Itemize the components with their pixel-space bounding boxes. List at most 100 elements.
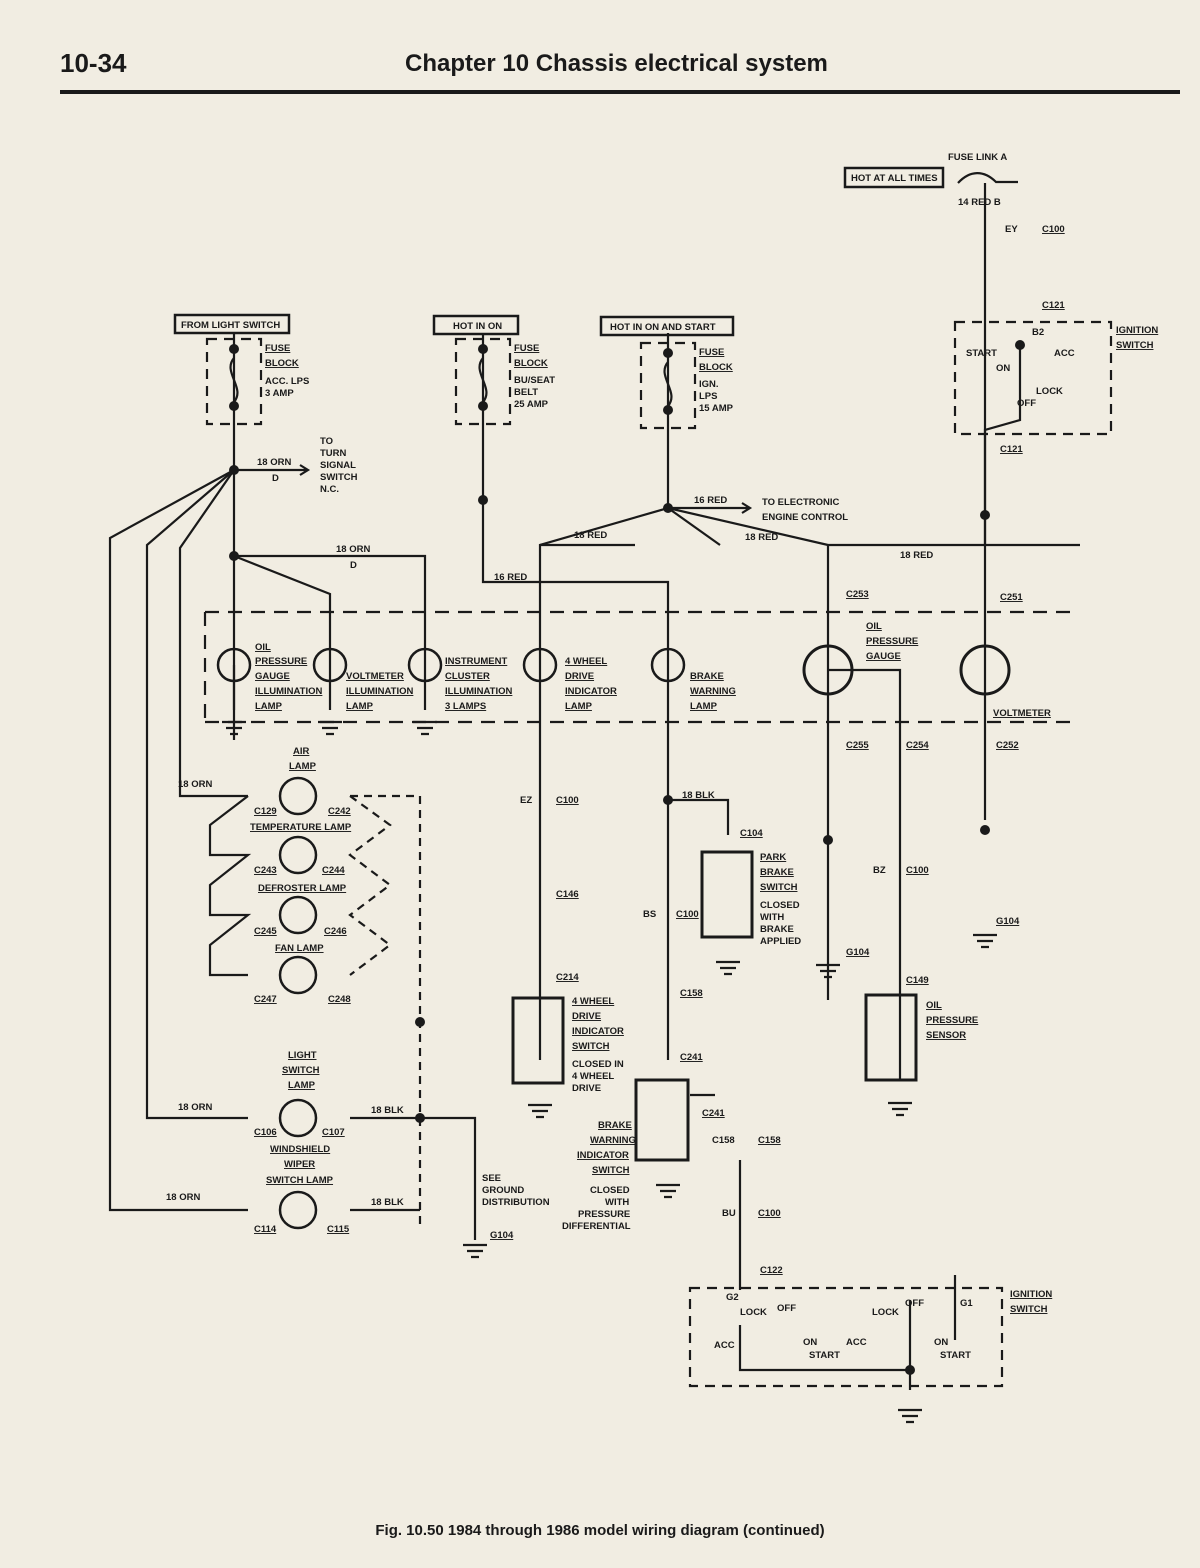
diagram-label: BLOCK	[699, 362, 733, 373]
diagram-label: 3 AMP	[265, 388, 294, 399]
diagram-label: C100	[1042, 224, 1065, 235]
diagram-label: AIR	[293, 746, 310, 757]
diagram-label: TEMPERATURE LAMP	[250, 822, 352, 833]
diagram-label: C149	[906, 975, 929, 986]
brake-warning-lamp-icon	[650, 647, 686, 683]
diagram-label: WITH	[605, 1197, 629, 1208]
diagram-label: SWITCH	[320, 472, 358, 483]
diagram-label: PRESSURE	[578, 1209, 630, 1220]
diagram-label: OIL	[866, 621, 882, 632]
oil-pressure-gauge-icon	[802, 644, 854, 696]
diagram-label: DRIVE	[572, 1083, 601, 1094]
air-lamp-icon	[278, 776, 318, 816]
diagram-label: SENSOR	[926, 1030, 966, 1041]
diagram-label: ON	[803, 1337, 817, 1348]
diagram-label: BLOCK	[265, 358, 299, 369]
diagram-label: C247	[254, 994, 277, 1005]
diagram-label: BU	[722, 1208, 736, 1219]
wire-segment	[348, 794, 422, 1225]
diagram-label: C107	[322, 1127, 345, 1138]
diagram-label: 18 RED	[745, 532, 778, 543]
diagram-label: OFF	[905, 1298, 924, 1309]
wire-segment	[980, 825, 990, 835]
diagram-label: START	[966, 348, 997, 359]
diagram-label: C251	[1000, 592, 1023, 603]
diagram-label: SWITCH LAMP	[266, 1175, 334, 1186]
diagram-label: LOCK	[1036, 386, 1063, 397]
diagram-label: ILLUMINATION	[255, 686, 323, 697]
diagram-label: C100	[556, 795, 579, 806]
diagram-label: D	[272, 473, 279, 484]
diagram-label: 15 AMP	[699, 403, 734, 414]
diagram-label: ACC	[846, 1337, 867, 1348]
diagram-label: 16 RED	[694, 495, 727, 506]
wire-segment	[663, 503, 673, 513]
diagram-label: BU/SEAT	[514, 375, 555, 386]
wire-segment	[232, 665, 427, 710]
diagram-label: B2	[1032, 327, 1044, 338]
diagram-label: SWITCH	[760, 882, 798, 893]
wire-segment	[229, 401, 239, 411]
voltmeter-gauge-icon	[959, 644, 1011, 696]
diagram-label: LAMP	[690, 701, 718, 712]
diagram-label: LAMP	[255, 701, 283, 712]
diagram-label: TO ELECTRONIC	[762, 497, 840, 508]
wire-segment	[234, 464, 311, 476]
diagram-label: SWITCH	[282, 1065, 320, 1076]
diagram-label: ILLUMINATION	[346, 686, 414, 697]
wire-segment	[145, 469, 248, 1120]
diagram-label: 18 ORN	[178, 1102, 212, 1113]
diagram-label: CLOSED	[590, 1185, 630, 1196]
wire-segment	[478, 495, 488, 505]
diagram-label: SWITCH	[1116, 340, 1154, 351]
cluster-lamp-icon	[407, 647, 443, 683]
diagram-label: DEFROSTER LAMP	[258, 883, 347, 894]
diagram-label: 18 ORN	[257, 457, 291, 468]
diagram-label: C158	[680, 988, 703, 999]
diagram-label: OIL	[926, 1000, 942, 1011]
wire-segment	[663, 405, 673, 415]
wire-segment	[350, 1116, 477, 1240]
diagram-label: 18 BLK	[682, 790, 715, 801]
ground-icon	[816, 963, 840, 979]
fuse-link	[957, 172, 1018, 184]
wiper-switch-lamp-icon	[278, 1190, 318, 1230]
ground-symbols	[222, 720, 997, 1424]
instrument-cluster-outline	[203, 610, 1078, 724]
wire-segment	[538, 333, 1080, 1060]
diagram-label: G2	[726, 1292, 739, 1303]
diagram-label: C121	[1000, 444, 1023, 455]
diagram-label: LPS	[699, 391, 717, 402]
hot-in-on-label: HOT IN ON	[453, 321, 502, 332]
diagram-label: INSTRUMENT	[445, 656, 507, 667]
diagram-label: C242	[328, 806, 351, 817]
wire-segment	[108, 469, 248, 1212]
diagram-label: EZ	[520, 795, 532, 806]
diagram-label: LAMP	[289, 761, 317, 772]
diagram-label: BELT	[514, 387, 538, 398]
diagram-label: G104	[996, 916, 1020, 927]
diagram-label: 14 RED B	[958, 197, 1001, 208]
wire-segment	[178, 469, 248, 798]
diagram-label: 18 RED	[574, 530, 607, 541]
diagram-label: C254	[906, 740, 929, 751]
diagram-label: C252	[996, 740, 1019, 751]
wire-segment	[478, 344, 488, 354]
diagram-label: N.C.	[320, 484, 339, 495]
wire-segment	[234, 554, 427, 665]
diagram-label: CLOSED IN	[572, 1059, 624, 1070]
defroster-lamp-icon	[278, 895, 318, 935]
diagram-label: IGN.	[699, 379, 719, 390]
diagram-label: ON	[934, 1337, 948, 1348]
diagram-label: BRAKE	[760, 924, 794, 935]
diagram-label: LAMP	[288, 1080, 316, 1091]
diagram-label: GAUGE	[255, 671, 290, 682]
wire-segment	[667, 507, 721, 546]
diagram-label: OFF	[777, 1303, 796, 1314]
diagram-label: G104	[490, 1230, 514, 1241]
diagram-label: START	[940, 1350, 971, 1361]
diagram-label: ACC. LPS	[265, 376, 309, 387]
ignition-switch-bottom-outline	[688, 1286, 1004, 1388]
diagram-label: C243	[254, 865, 277, 876]
